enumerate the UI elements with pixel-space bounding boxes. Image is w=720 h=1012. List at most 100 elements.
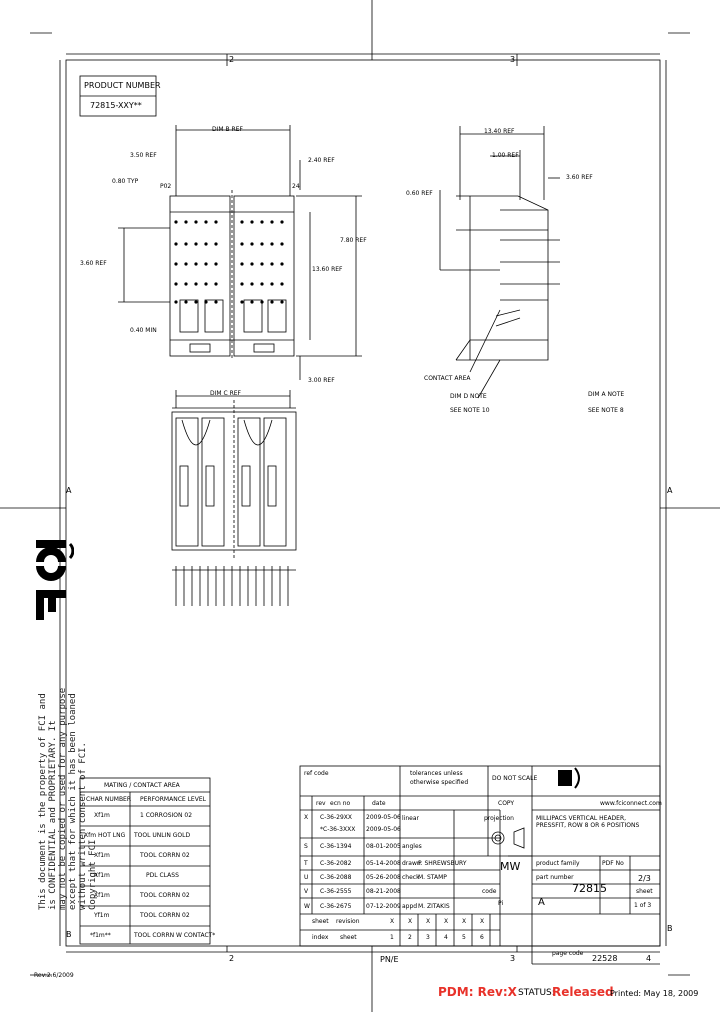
rev-row-3-date: 05-14-2008 xyxy=(366,860,401,867)
index-val-1: 2 xyxy=(408,934,412,941)
pdm-revision: PDM: Rev:X xyxy=(438,985,517,999)
dim-label-13: 1.00 REF xyxy=(492,152,519,159)
rev-row-1-ecn: *C-36-3XXX xyxy=(320,826,356,833)
rev-row-3-rev: T xyxy=(304,860,308,867)
page-code-label: page code xyxy=(552,950,584,957)
pdf-no-label: PDF No xyxy=(602,860,624,867)
dim-d-note: DIM D NOTE xyxy=(450,393,487,400)
dim-c-ref: DIM C REF xyxy=(210,390,241,397)
appd-by: M. ZITAKIS xyxy=(418,903,450,910)
revision-row-label: revision xyxy=(336,918,360,925)
mating-r6c0: *f1m** xyxy=(90,932,111,939)
printed-date: Printed: May 18, 2009 xyxy=(610,989,699,998)
side-view xyxy=(455,195,560,361)
check-label: check xyxy=(402,874,420,881)
sheet-label: sheet xyxy=(636,888,653,895)
rev-sheet-val-4: X xyxy=(462,918,467,925)
rev-header-date: date xyxy=(372,800,386,807)
dim-label-6: 3.60 REF xyxy=(80,260,107,267)
dim-label-12: 13.40 REF xyxy=(484,128,515,135)
rev-row-4-ecn: C-36-2088 xyxy=(320,874,352,881)
contact-area-label: CONTACT AREA xyxy=(424,375,471,382)
dim-label-9: 0.40 MIN xyxy=(130,327,157,334)
zone-col-3-top: 3 xyxy=(510,55,516,64)
mating-r2c1: TOOL CORRN 02 xyxy=(140,852,190,859)
drawn-label: drawn xyxy=(402,860,421,867)
website: www.fciconnect.com xyxy=(600,800,662,807)
mating-r5c1: TOOL CORRN 02 xyxy=(140,912,190,919)
zone-row-b-right: B xyxy=(667,924,673,933)
dim-label-3: 2.40 REF xyxy=(308,157,335,164)
pos-label-2: 24 xyxy=(292,183,300,190)
rev-sheet-val-3: X xyxy=(444,918,449,925)
dim-label-2: 3.50 REF xyxy=(130,152,157,159)
drawing-title: MILLIPACS VERTICAL HEADER, PRESSFIT, ROW… xyxy=(536,815,640,829)
dim-label-5: 0.80 TYP xyxy=(112,178,139,185)
part-number-label: part number xyxy=(536,874,574,881)
sheet-label-2: sheet xyxy=(340,934,357,941)
rev-row-0-rev: X xyxy=(304,814,309,821)
product-family-label: product family xyxy=(536,860,580,867)
rev-row-5-date: 08-21-2008 xyxy=(366,888,401,895)
product-number-header: PRODUCT NUMBER xyxy=(84,81,161,90)
zone-col-2-top: 2 xyxy=(229,55,235,64)
mating-r4c1: TOOL CORRN 02 xyxy=(140,892,190,899)
projection-circle xyxy=(491,831,505,845)
page-code-value: 22528 xyxy=(592,954,618,963)
zone-col-4-bottom: 4 xyxy=(646,954,652,963)
dim-label-15: 0.60 REF xyxy=(406,190,433,197)
see-note-8: SEE NOTE 8 xyxy=(588,407,624,414)
zone-col-3-bottom: 3 xyxy=(510,954,516,963)
rev-header-ecn: ecn no xyxy=(330,800,351,807)
mating-r6c1: TOOL CORRN W CONTACT* xyxy=(134,932,216,939)
see-note-10: SEE NOTE 10 xyxy=(450,407,490,414)
pin-row xyxy=(172,566,296,606)
index-val-2: 3 xyxy=(426,934,430,941)
zone-row-a-right: A xyxy=(667,486,673,495)
rev-row-1-date: 2009-05-06 xyxy=(366,826,401,833)
zone-row-a-left: A xyxy=(66,486,72,495)
pos-label-1: P02 xyxy=(160,183,172,190)
rev-sheet-val-5: X xyxy=(480,918,485,925)
mating-r0c0: Xf1m xyxy=(94,812,110,819)
mating-r5c0: Yf1m xyxy=(94,912,110,919)
mating-r4c0: Xf1m xyxy=(94,892,110,899)
ref-code-label: ref code xyxy=(304,770,329,777)
projection-label: projection xyxy=(484,815,514,822)
rev-row-2-ecn: C-36-1394 xyxy=(320,843,352,850)
rev-sheet-val-2: X xyxy=(426,918,431,925)
angles-label: angles xyxy=(402,843,422,850)
bottom-view xyxy=(171,400,297,560)
fci-logo-icon xyxy=(36,540,74,620)
zone-row-b-left: B xyxy=(66,930,72,939)
rev-row-0-date: 2009-05-06 xyxy=(366,814,401,821)
tolerances-2: otherwise specified xyxy=(410,779,469,786)
mating-r1c0: Xfm HOT LNG xyxy=(84,832,126,839)
rev-row-3-ecn: C-36-2082 xyxy=(320,860,352,867)
linear-label: linear xyxy=(402,815,419,822)
index-val-3: 4 xyxy=(444,934,448,941)
product-number-value: 72815-XXY** xyxy=(90,101,142,110)
mating-r1c1: TOOL UNLIN GOLD xyxy=(134,832,191,839)
dim-b-ref: DIM B REF xyxy=(212,126,243,133)
tolerances-1: tolerances unless xyxy=(410,770,463,777)
zone-col-2-bottom: 2 xyxy=(229,954,235,963)
index-val-0: 1 xyxy=(390,934,394,941)
sheet-of-value: 1 of 3 xyxy=(634,902,652,909)
code-label: code xyxy=(482,888,497,895)
front-view xyxy=(169,190,295,360)
part-number-value: 72815 xyxy=(572,882,607,895)
rev-header-rev: rev xyxy=(316,800,326,807)
dim-a-note: DIM A NOTE xyxy=(588,391,625,398)
mating-r2c0: Xf1m xyxy=(94,852,110,859)
drawn-by: P. SHREWSBURY xyxy=(418,860,467,867)
pn-label: PN/E xyxy=(380,955,399,964)
index-val-5: 6 xyxy=(480,934,484,941)
status-label: STATUS: xyxy=(518,988,555,998)
rev-row-5-ecn: C-36-2555 xyxy=(320,888,352,895)
rev-sheet-val-0: X xyxy=(390,918,395,925)
mating-col-2: PERFORMANCE LEVEL xyxy=(140,796,206,803)
dim-label-14: 3.60 REF xyxy=(566,174,593,181)
index-label: index xyxy=(312,934,329,941)
